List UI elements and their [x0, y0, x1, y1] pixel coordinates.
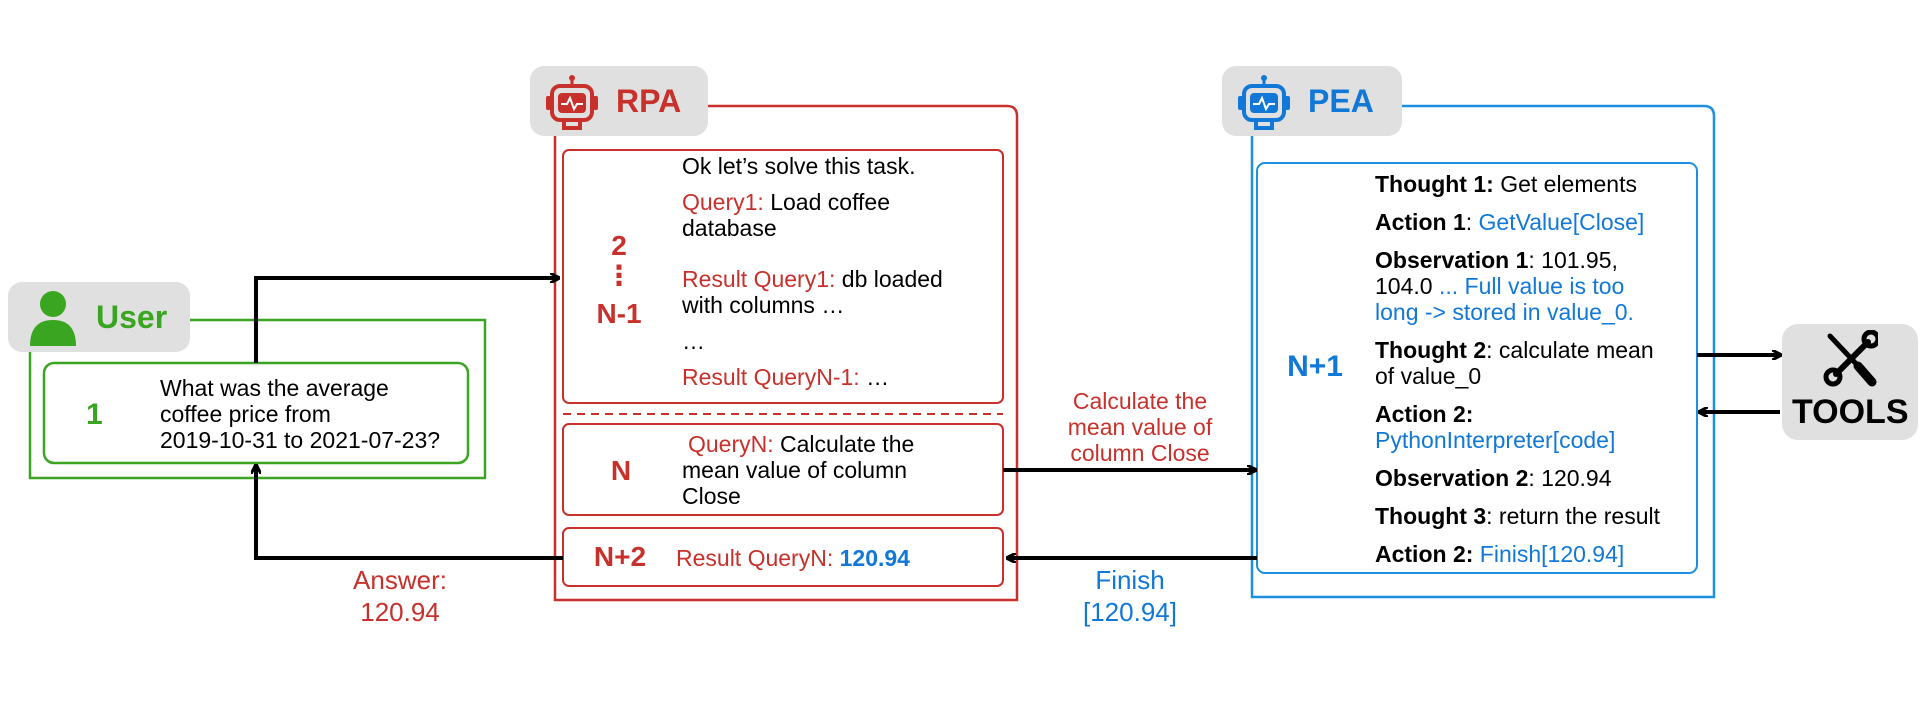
- pea-observation-1-text: 101.95,: [1541, 247, 1618, 273]
- pea-thought-2-text: calculate mean: [1498, 337, 1654, 363]
- rpa-query1-text: Load coffee: [770, 189, 891, 215]
- rpa-frame: [553, 104, 1019, 602]
- rpa-query1: Query1: Load coffee: [682, 189, 998, 215]
- rpa-query-n-text: Calculate the: [780, 431, 915, 457]
- rpa-result-n-label: Result QueryN:: [676, 545, 834, 571]
- pea-thought-2-cont: of value_0: [1375, 363, 1482, 389]
- user-question-line: What was the average: [160, 375, 389, 401]
- pea-thought-1-label: Thought 1:: [1375, 171, 1494, 197]
- rpa-result-n-value: 120.94: [839, 545, 910, 571]
- pea-thought-3-text: return the result: [1498, 503, 1661, 529]
- pea-action-1-label: Action 1: [1375, 209, 1466, 235]
- rpa-query-n-line: Close: [682, 483, 741, 509]
- pea-observation-1-note-cont: long -> stored in value_0.: [1375, 299, 1634, 325]
- rpa-result1-label: Result Query1:: [682, 266, 836, 292]
- pea-observation-1: Observation 1: 101.95,: [1375, 247, 1618, 273]
- rpa-result1-text: db loaded: [841, 266, 943, 292]
- tools-box: TOOLS: [1782, 324, 1918, 440]
- user-frame: [28, 318, 487, 480]
- edge-label-line: Answer:: [353, 565, 447, 595]
- pea-action-3-label: Action 2:: [1375, 541, 1474, 567]
- edge-label-line: mean value of: [1067, 414, 1213, 440]
- rpa-result-n1: Result QueryN-1: …: [682, 364, 998, 390]
- tools-icon: [1823, 330, 1878, 387]
- user-question: What was the average coffee price from 2…: [160, 375, 440, 453]
- pea-frame: [1250, 104, 1716, 599]
- edge-label-line: column Close: [1070, 440, 1210, 466]
- rpa-result-n1-label: Result QueryN-1:: [682, 364, 860, 390]
- pea-action-1: Action 1: GetValue[Close]: [1375, 209, 1645, 235]
- pea-action-3: Action 2: Finish[120.94]: [1375, 541, 1693, 567]
- rpa-query1-cont: database: [682, 215, 777, 241]
- rpa-box-history: [562, 149, 1004, 404]
- pea-action-2-text: PythonInterpreter[code]: [1375, 427, 1616, 453]
- rpa-step-n: N: [610, 455, 632, 486]
- arrow-rpa-to-user: [256, 466, 563, 560]
- pea-thought-3: Thought 3: return the result: [1375, 503, 1661, 529]
- rpa-query-n: QueryN: Calculate the mean value of colu…: [682, 431, 998, 509]
- rpa-result-n: Result QueryN: 120.94: [676, 545, 910, 571]
- pea-action-2-label: Action 2:: [1375, 401, 1474, 427]
- pea-action-1-text: GetValue[Close]: [1478, 209, 1645, 235]
- edge-label-finish: Finish [120.94]: [1030, 564, 1230, 628]
- rpa-step-end: N-1: [596, 298, 642, 329]
- user-title: User: [96, 299, 168, 335]
- rpa-ellipsis: …: [682, 328, 705, 354]
- rpa-result1: Result Query1: db loaded: [682, 266, 998, 292]
- rpa-title: RPA: [616, 83, 682, 119]
- edge-label-line: Calculate the: [1072, 388, 1208, 414]
- pea-observation-1-value: 104.0: [1375, 273, 1433, 299]
- pea-observation-1-note: ... Full value is too: [1438, 273, 1625, 299]
- pea-step-number: N+1: [1287, 350, 1343, 383]
- edge-label-to-pea: Calculate the mean value of column Close: [1040, 388, 1240, 466]
- user-question-line: coffee price from: [160, 401, 331, 427]
- rpa-step-start: 2: [611, 230, 627, 261]
- pea-thought-1-text: Get elements: [1500, 171, 1637, 197]
- rpa-query1-label: Query1:: [682, 189, 764, 215]
- pea-thought-1: Thought 1: Get elements: [1375, 171, 1693, 197]
- pea-observation-2-text: 120.94: [1541, 465, 1612, 491]
- rpa-result-n1-text: …: [866, 364, 890, 390]
- arrow-user-to-rpa: [254, 278, 558, 363]
- pea-header: PEA: [1222, 66, 1402, 136]
- pea-thought-2: Thought 2: calculate mean: [1375, 337, 1654, 363]
- edge-label-line: [120.94]: [1083, 597, 1177, 627]
- user-icon: [30, 291, 76, 346]
- rpa-query-n-line: QueryN: Calculate the: [682, 431, 998, 457]
- pea-observation-2: Observation 2: 120.94: [1375, 465, 1612, 491]
- pea-trace: Thought 1: Get elements Action 1: GetVal…: [1375, 171, 1693, 567]
- rpa-intro: Ok let’s solve this task.: [682, 153, 916, 179]
- rpa-result1-cont: with columns …: [682, 292, 845, 318]
- rpa-step-n-plus-2: N+2: [593, 541, 647, 572]
- pea-action-3-text: Finish[120.94]: [1479, 541, 1625, 567]
- pea-observation-2-label: Observation 2: [1375, 465, 1529, 491]
- tools-title: TOOLS: [1792, 393, 1909, 431]
- pea-observation-1-cont: 104.0 ... Full value is too: [1375, 273, 1693, 299]
- user-question-line: 2019-10-31 to 2021-07-23?: [160, 427, 441, 453]
- pea-title: PEA: [1308, 83, 1374, 119]
- pea-thought-3-label: Thought 3: [1375, 503, 1487, 529]
- pea-thought-2-label: Thought 2: [1375, 337, 1487, 363]
- pea-observation-1-label: Observation 1: [1375, 247, 1529, 273]
- robot-icon: [546, 75, 598, 130]
- user-header: User: [8, 282, 190, 352]
- edge-label-answer: Answer: 120.94: [300, 564, 500, 628]
- rpa-history: Ok let’s solve this task. Query1: Load c…: [682, 153, 998, 390]
- rpa-header: RPA: [530, 66, 708, 136]
- rpa-step-dots: ⋮: [605, 260, 633, 291]
- edge-label-line: Finish: [1095, 565, 1165, 595]
- robot-icon: [1238, 75, 1290, 130]
- user-step-number: 1: [86, 398, 103, 431]
- edge-label-line: 120.94: [360, 597, 440, 627]
- pea-box-trace: [1256, 162, 1698, 574]
- rpa-query-n-label: QueryN:: [688, 431, 774, 457]
- rpa-query-n-line: mean value of column: [682, 457, 908, 483]
